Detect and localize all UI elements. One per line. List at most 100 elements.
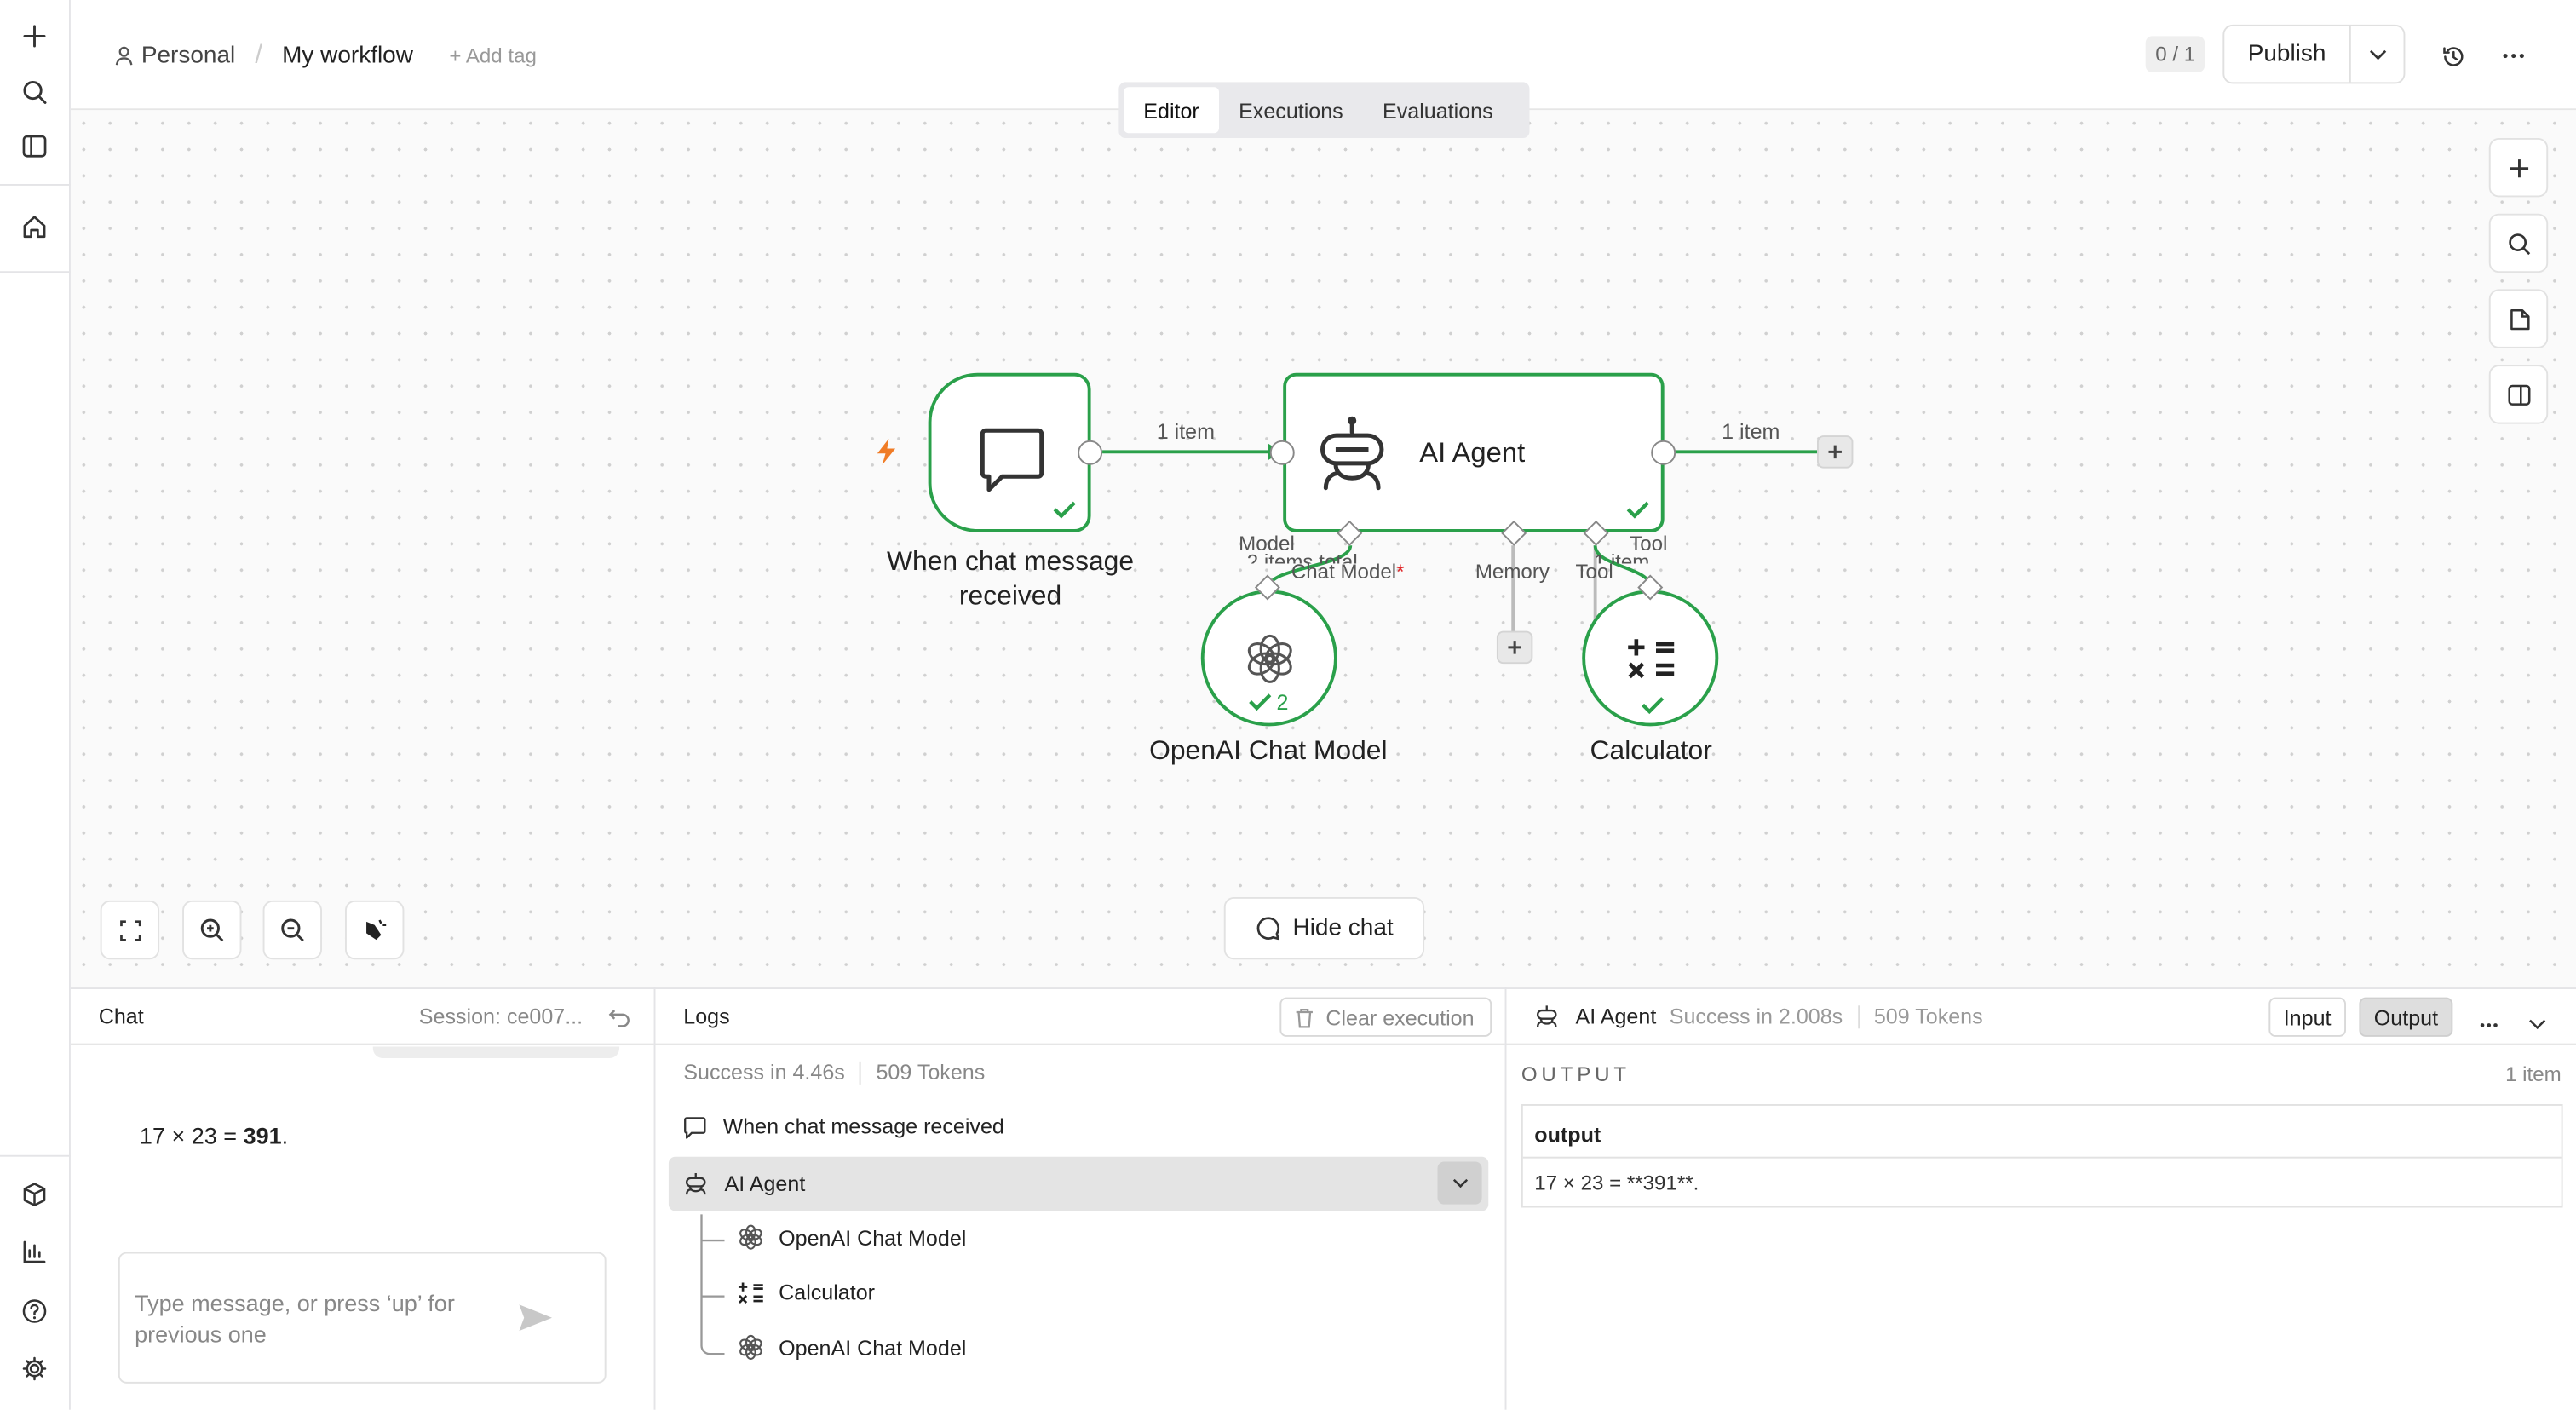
templates-icon[interactable] [13, 1173, 55, 1216]
previous-message-bubble [372, 1046, 620, 1058]
run-count-badge: 2 [1247, 688, 1288, 715]
openai-chat-model-label: OpenAI Chat Model [1149, 735, 1388, 766]
logs-title: Logs [683, 1004, 730, 1029]
output-panel: AI Agent Success in 2.008s 509 Tokens In… [1506, 987, 2576, 1410]
canvas-search-icon[interactable] [2488, 213, 2549, 273]
output-table-header: output [1522, 1106, 2562, 1159]
chat-panel: Chat Session: ce007... 17 × 23 = 391. Ty… [70, 987, 656, 1410]
openai-logo-icon [739, 1334, 762, 1360]
edge-label-tool-count: 1 item [1593, 550, 1650, 564]
log-item-ai-agent[interactable]: AI Agent [668, 1156, 1489, 1211]
tab-editor[interactable]: Editor [1124, 87, 1219, 134]
success-check-icon [1624, 498, 1651, 527]
settings-gear-icon[interactable] [13, 1347, 55, 1390]
sidebar-divider [0, 1154, 71, 1157]
agent-input-handle[interactable] [1269, 440, 1295, 465]
agent-output-handle[interactable] [1651, 440, 1676, 465]
panel-toggle-icon[interactable] [13, 125, 55, 168]
output-item-count: 1 item [2505, 1062, 2562, 1086]
left-sidebar [0, 0, 71, 1410]
more-options-icon[interactable] [2479, 1007, 2498, 1037]
chevron-down-icon[interactable] [2351, 26, 2404, 83]
tab-evaluations[interactable]: Evaluations [1383, 97, 1493, 123]
publish-button-group: Publish [2222, 24, 2406, 84]
add-node-button[interactable] [2488, 137, 2549, 198]
chevron-down-icon[interactable] [2528, 1009, 2546, 1039]
calculator-label: Calculator [1590, 735, 1712, 766]
logs-panel-header: Logs Clear execution [655, 989, 1505, 1045]
fit-view-icon[interactable] [100, 900, 160, 960]
calculator-icon [1626, 637, 1676, 688]
output-node-info: AI Agent Success in 2.008s 509 Tokens [1534, 1004, 1983, 1028]
robot-icon [1316, 416, 1389, 499]
ai-agent-label: AI Agent [1419, 436, 1526, 469]
port-label-tool: Tool [1575, 560, 1613, 584]
calculator-node[interactable] [1582, 590, 1719, 727]
robot-icon [685, 1172, 706, 1194]
session-id: Session: ce007... [418, 1004, 584, 1029]
trigger-node[interactable] [928, 372, 1091, 532]
robot-icon [1536, 1004, 1557, 1027]
send-icon[interactable] [517, 1303, 553, 1340]
add-node-plus-icon[interactable] [1816, 435, 1854, 469]
ai-agent-node[interactable]: AI Agent [1283, 372, 1665, 532]
clear-execution-button[interactable]: Clear execution [1279, 997, 1492, 1037]
breadcrumb-separator: / [255, 41, 262, 69]
collapse-chevron-icon[interactable] [1437, 1161, 1482, 1205]
input-button[interactable]: Input [2268, 997, 2346, 1037]
openai-logo-icon [739, 1224, 762, 1250]
log-item-openai-2[interactable]: OpenAI Chat Model [738, 1334, 966, 1361]
edge-label: 1 item [1722, 418, 1780, 444]
help-icon[interactable] [13, 1290, 55, 1332]
tab-executions[interactable]: Executions [1239, 97, 1343, 123]
log-item-trigger[interactable]: When chat message received [683, 1114, 1004, 1138]
sidebar-divider [0, 183, 71, 186]
output-panel-header: AI Agent Success in 2.008s 509 Tokens In… [1506, 989, 2576, 1045]
log-item-openai-1[interactable]: OpenAI Chat Model [738, 1224, 966, 1251]
output-button[interactable]: Output [2359, 997, 2453, 1037]
more-options-icon[interactable] [2497, 39, 2530, 72]
output-table-cell[interactable]: 17 × 23 = **391**. [1534, 1171, 1699, 1195]
openai-logo-icon [1244, 632, 1297, 693]
trash-icon [1296, 1007, 1313, 1027]
tidy-up-icon[interactable] [344, 900, 405, 960]
breadcrumb-owner[interactable]: Personal [141, 43, 236, 69]
hide-chat-button[interactable]: Hide chat [1223, 896, 1425, 960]
insights-icon[interactable] [13, 1230, 55, 1273]
output-table: output 17 × 23 = **391**. [1521, 1103, 2563, 1208]
logs-panel: Logs Clear execution Success in 4.46s 50… [655, 987, 1507, 1410]
sticky-note-icon[interactable] [2488, 289, 2549, 348]
workflow-canvas[interactable] [70, 110, 2576, 988]
publish-button[interactable]: Publish [2224, 26, 2351, 83]
chat-input-placeholder: Type message, or press ‘up’ for previous… [135, 1289, 455, 1348]
add-tag-link[interactable]: + Add tag [449, 44, 537, 68]
log-item-calculator[interactable]: Calculator [738, 1280, 875, 1304]
history-icon[interactable] [2436, 39, 2470, 72]
zoom-in-icon[interactable] [182, 900, 242, 960]
edge-label-tool: Tool [1630, 532, 1668, 555]
plus-icon[interactable] [13, 14, 55, 57]
workflow-name[interactable]: My workflow [282, 43, 413, 69]
chat-bubble-icon [1256, 917, 1279, 941]
chat-bubble-icon [684, 1116, 706, 1138]
chat-message: 17 × 23 = 391. [139, 1122, 289, 1149]
edge-label-model: Model [1239, 532, 1295, 555]
side-panel-icon[interactable] [2488, 365, 2549, 424]
add-memory-plus-icon[interactable] [1496, 630, 1533, 665]
zoom-out-icon[interactable] [262, 900, 322, 960]
output-heading: OUTPUT [1521, 1062, 1630, 1086]
breadcrumb: Personal / My workflow + Add tag [115, 39, 537, 72]
logs-status: Success in 4.46s 509 Tokens [683, 1059, 986, 1085]
search-icon[interactable] [13, 71, 55, 113]
sidebar-divider [0, 271, 71, 273]
trigger-node-label: When chat message received [887, 547, 1135, 612]
openai-chat-model-node[interactable]: 2 [1200, 590, 1337, 727]
edge-label-model-count: 2 items total [1246, 550, 1358, 564]
view-tabs: Editor Executions Evaluations [1118, 82, 1530, 138]
success-check-icon [1640, 693, 1666, 723]
port-label-chat-model: Chat Model* [1291, 560, 1405, 584]
chat-input[interactable]: Type message, or press ‘up’ for previous… [118, 1252, 607, 1384]
trigger-output-handle[interactable] [1078, 440, 1103, 465]
reset-session-icon[interactable] [608, 1005, 631, 1037]
home-icon[interactable] [13, 205, 55, 248]
